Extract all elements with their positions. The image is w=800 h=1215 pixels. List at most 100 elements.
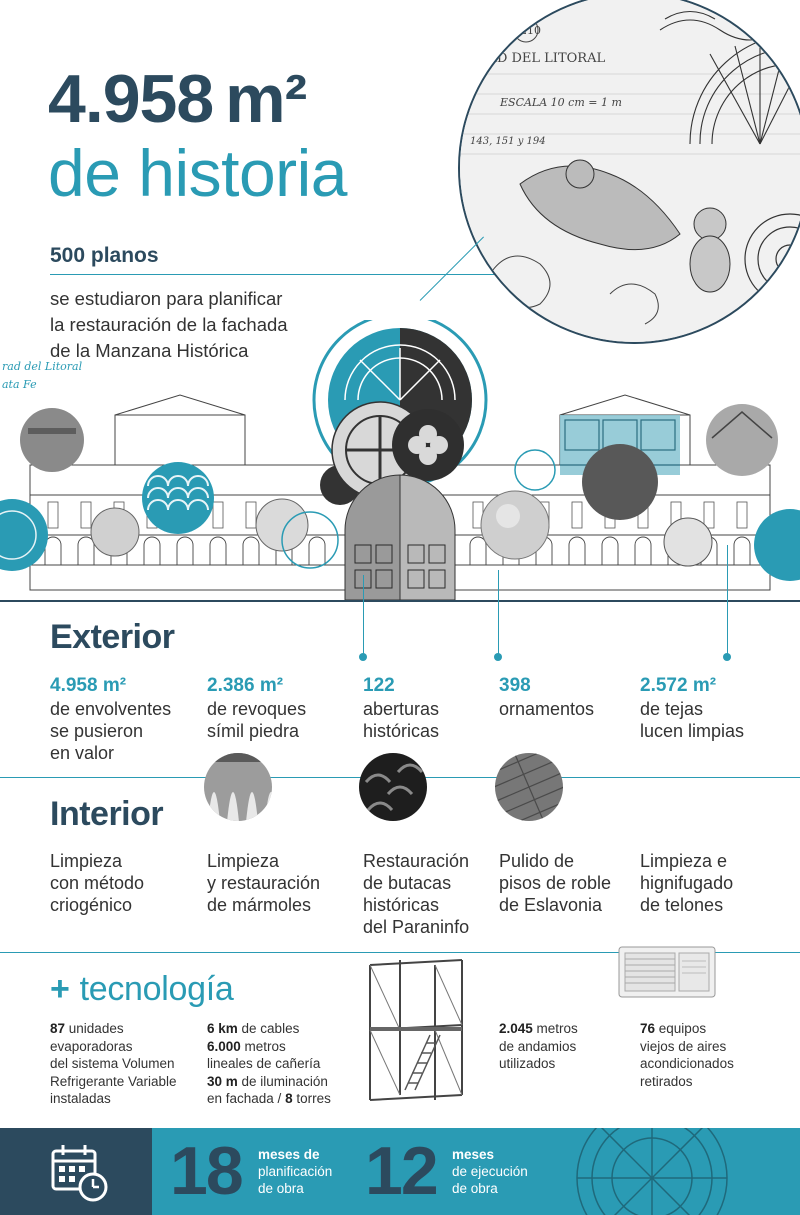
tech-text: instaladas xyxy=(50,1091,111,1106)
interior-item: Restauración de butacas históricas del P… xyxy=(363,850,498,938)
technology-item: 2.045 metros de andamios utilizados xyxy=(499,1020,629,1073)
interior-line: de telones xyxy=(640,895,724,915)
air-conditioner-illustration xyxy=(618,946,716,998)
interior-item: Limpieza con método criogénico xyxy=(50,850,200,916)
interior-line: criogénico xyxy=(50,895,133,915)
marble-photo xyxy=(204,753,272,821)
blueprint-drawing: IDAD DEL LITORAL ESCALA 10 cm = 1 m 143,… xyxy=(460,0,800,342)
tech-number: 8 xyxy=(285,1091,293,1106)
execution-label-line: de obra xyxy=(452,1181,498,1196)
interior-line: de Eslavonia xyxy=(499,895,603,915)
hero-heading: 4.958 m² de historia xyxy=(48,64,468,208)
exterior-stat: 398 ornamentos xyxy=(499,675,629,720)
section-divider xyxy=(0,952,800,953)
tech-text: evaporadoras xyxy=(50,1038,133,1054)
area-unit: m² xyxy=(225,61,307,137)
stat-value: 2.572 m² xyxy=(640,675,717,696)
building-facade-illustration: rad del Litoral ata Fe xyxy=(0,320,800,601)
plans-title: 500 planos xyxy=(50,244,159,267)
area-value: 4.958 xyxy=(48,61,214,137)
tech-number: 87 xyxy=(50,1021,66,1036)
stat-value: 2.386 m² xyxy=(207,675,284,696)
stat-line: se pusieron xyxy=(50,721,144,741)
plans-text-line: se estudiaron para planificar xyxy=(50,288,283,309)
planning-months-number: 18 xyxy=(170,1133,244,1209)
interior-item: Pulido de pisos de roble de Eslavonia xyxy=(499,850,634,916)
seats-photo xyxy=(359,753,427,821)
plans-rule xyxy=(50,274,500,275)
tech-text: metros xyxy=(240,1038,286,1054)
tech-text: del sistema Volumen xyxy=(50,1056,175,1071)
interior-line: de mármoles xyxy=(207,895,312,915)
execution-label-lead: meses xyxy=(452,1147,495,1162)
hero-subtitle: de historia xyxy=(48,136,348,210)
stat-line: de envolventes xyxy=(50,699,172,719)
exterior-stat: 2.386 m² de revoques símil piedra xyxy=(207,675,357,742)
timeline-icon-panel xyxy=(0,1128,152,1215)
interior-line: Limpieza xyxy=(207,851,280,871)
exterior-title: Exterior xyxy=(50,618,175,656)
tech-text: acondicionados xyxy=(640,1056,734,1071)
stat-line: en valor xyxy=(50,743,115,763)
technology-item: 76 equipos viejos de aires acondicionado… xyxy=(640,1020,790,1090)
blueprint-drawing-circle: IDAD DEL LITORAL ESCALA 10 cm = 1 m 143,… xyxy=(458,0,800,344)
plans-text: se estudiaron para planificar la restaur… xyxy=(50,286,370,364)
area-figure: 4.958 m² xyxy=(48,64,468,134)
callout-pin-dot xyxy=(494,653,502,661)
tech-text: retirados xyxy=(640,1073,693,1089)
exterior-stat: 2.572 m² de tejas lucen limpias xyxy=(640,675,790,742)
stat-value: 398 xyxy=(499,675,531,696)
svg-text:143, 151 y 194: 143, 151 y 194 xyxy=(470,136,546,147)
interior-title: Interior xyxy=(50,795,164,833)
execution-label-line: de ejecución xyxy=(452,1164,528,1179)
tech-text: unidades xyxy=(65,1021,124,1036)
calendar-clock-icon xyxy=(51,1145,108,1202)
callout-pin-dot xyxy=(359,653,367,661)
planning-label-line: planificación xyxy=(258,1164,333,1179)
interior-line: con método xyxy=(50,873,145,893)
interior-line: Limpieza xyxy=(50,851,123,871)
interior-line: hignifugado xyxy=(640,873,734,893)
execution-months-number: 12 xyxy=(365,1133,439,1209)
tech-text: viejos de aires xyxy=(640,1038,727,1054)
tech-text: de iluminación xyxy=(237,1073,328,1089)
callout-pin-line xyxy=(498,570,499,655)
tech-number: 2.045 xyxy=(499,1021,533,1036)
interior-line: Pulido de xyxy=(499,851,575,871)
planning-label-line: de obra xyxy=(258,1181,304,1196)
technology-title: +tecnología xyxy=(50,970,234,1009)
planning-label-lead: meses de xyxy=(258,1147,320,1162)
stat-value: 4.958 m² xyxy=(50,675,127,696)
stat-line: históricas xyxy=(363,721,440,741)
tech-number: 6.000 xyxy=(207,1038,241,1054)
stat-line: de tejas xyxy=(640,699,704,719)
tech-text: Refrigerante Variable xyxy=(50,1073,177,1089)
plans-text-line: la restauración de la fachada xyxy=(50,314,288,335)
planning-label: meses de planificación de obra xyxy=(258,1146,332,1197)
interior-line: pisos de roble xyxy=(499,873,612,893)
drawing-callout-line xyxy=(419,236,484,301)
tech-number: 76 xyxy=(640,1021,656,1036)
technology-title-text: tecnología xyxy=(79,970,234,1008)
stat-line: de revoques xyxy=(207,699,307,719)
tech-text: equipos xyxy=(655,1021,707,1036)
tech-number: 6 km xyxy=(207,1021,238,1036)
blueprint-lettering: IDAD DEL LITORAL xyxy=(472,51,605,66)
tech-text: en fachada / xyxy=(207,1091,286,1106)
tech-text: lineales de cañería xyxy=(207,1056,321,1071)
plans-text-line: de la Manzana Histórica xyxy=(50,340,249,361)
svg-text:rad del Litoral: rad del Litoral xyxy=(2,360,83,373)
timeline-band: 18 meses de planificación de obra 12 mes… xyxy=(152,1128,800,1215)
interior-item: Limpieza y restauración de mármoles xyxy=(207,850,357,916)
execution-label: meses de ejecución de obra xyxy=(452,1146,528,1197)
callout-pin-line xyxy=(363,575,364,655)
stat-line: ornamentos xyxy=(499,699,595,719)
interior-line: y restauración xyxy=(207,873,321,893)
clock-ornament xyxy=(576,1128,728,1215)
tech-text: de andamios xyxy=(499,1038,577,1054)
plus-icon: + xyxy=(50,970,70,1008)
exterior-stat: 122 aberturas históricas xyxy=(363,675,493,742)
callout-pin-dot xyxy=(723,653,731,661)
interior-item: Limpieza e hignifugado de telones xyxy=(640,850,790,916)
interior-line: del Paraninfo xyxy=(363,917,470,937)
